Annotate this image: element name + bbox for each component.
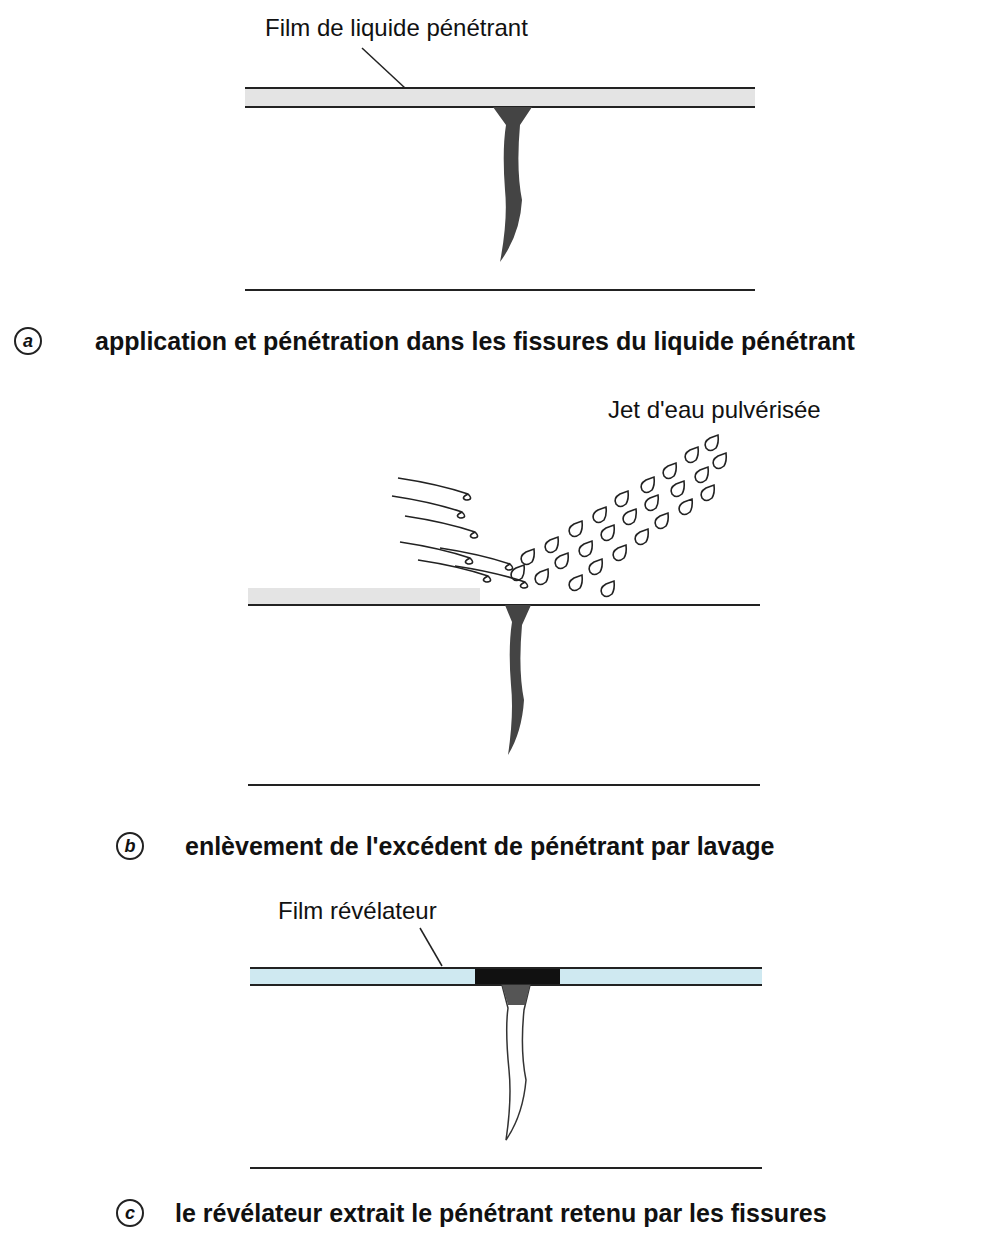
- droplet: [613, 545, 626, 561]
- leader-line: [362, 48, 405, 88]
- droplet: [685, 447, 698, 463]
- step-letter: c: [125, 1204, 135, 1222]
- droplet: [679, 499, 692, 515]
- droplet: [671, 481, 684, 497]
- spray-streak: [405, 516, 478, 538]
- droplet: [705, 435, 718, 451]
- droplet: [713, 453, 726, 469]
- spray-streak: [398, 478, 471, 500]
- leader-line: [420, 928, 442, 966]
- spray-streak: [400, 542, 473, 564]
- droplet: [545, 537, 558, 553]
- indication: [475, 968, 560, 985]
- step-caption: le révélateur extrait le pénétrant reten…: [175, 1199, 827, 1228]
- droplet: [569, 575, 582, 591]
- spray-streak: [455, 566, 528, 588]
- droplet: [635, 529, 648, 545]
- step-letter: a: [23, 332, 33, 350]
- droplet: [569, 521, 582, 537]
- remaining-film: [248, 588, 480, 605]
- crack-filled: [493, 107, 532, 262]
- droplet: [645, 495, 658, 511]
- spray-streak: [440, 548, 513, 570]
- step-caption: application et pénétration dans les fiss…: [95, 327, 855, 356]
- droplet: [579, 541, 592, 557]
- step-letter: b: [125, 837, 136, 855]
- spray-label: Jet d'eau pulvérisée: [608, 396, 821, 424]
- film-label: Film de liquide pénétrant: [265, 14, 528, 42]
- droplet: [615, 491, 628, 507]
- droplet: [555, 553, 568, 569]
- step-caption: enlèvement de l'excédent de pénétrant pa…: [185, 832, 775, 861]
- penetrant-film: [245, 88, 755, 107]
- step-letter-circle: c: [116, 1199, 144, 1227]
- droplet: [601, 525, 614, 541]
- crack-emptied: [502, 985, 530, 1140]
- droplet: [623, 509, 636, 525]
- droplet: [589, 559, 602, 575]
- spray-streak: [392, 496, 465, 518]
- droplet: [663, 463, 676, 479]
- film-label: Film révélateur: [278, 897, 437, 925]
- droplet: [521, 549, 534, 565]
- droplet: [695, 467, 708, 483]
- crack-filled: [505, 605, 531, 755]
- droplet: [641, 477, 654, 493]
- droplet: [701, 485, 714, 501]
- droplet: [655, 513, 668, 529]
- step-letter-circle: a: [14, 327, 42, 355]
- developer-film: [250, 968, 762, 985]
- water-spray: [392, 435, 726, 597]
- droplet: [601, 581, 614, 597]
- droplet: [593, 507, 606, 523]
- droplet: [535, 569, 548, 585]
- step-letter-circle: b: [116, 832, 144, 860]
